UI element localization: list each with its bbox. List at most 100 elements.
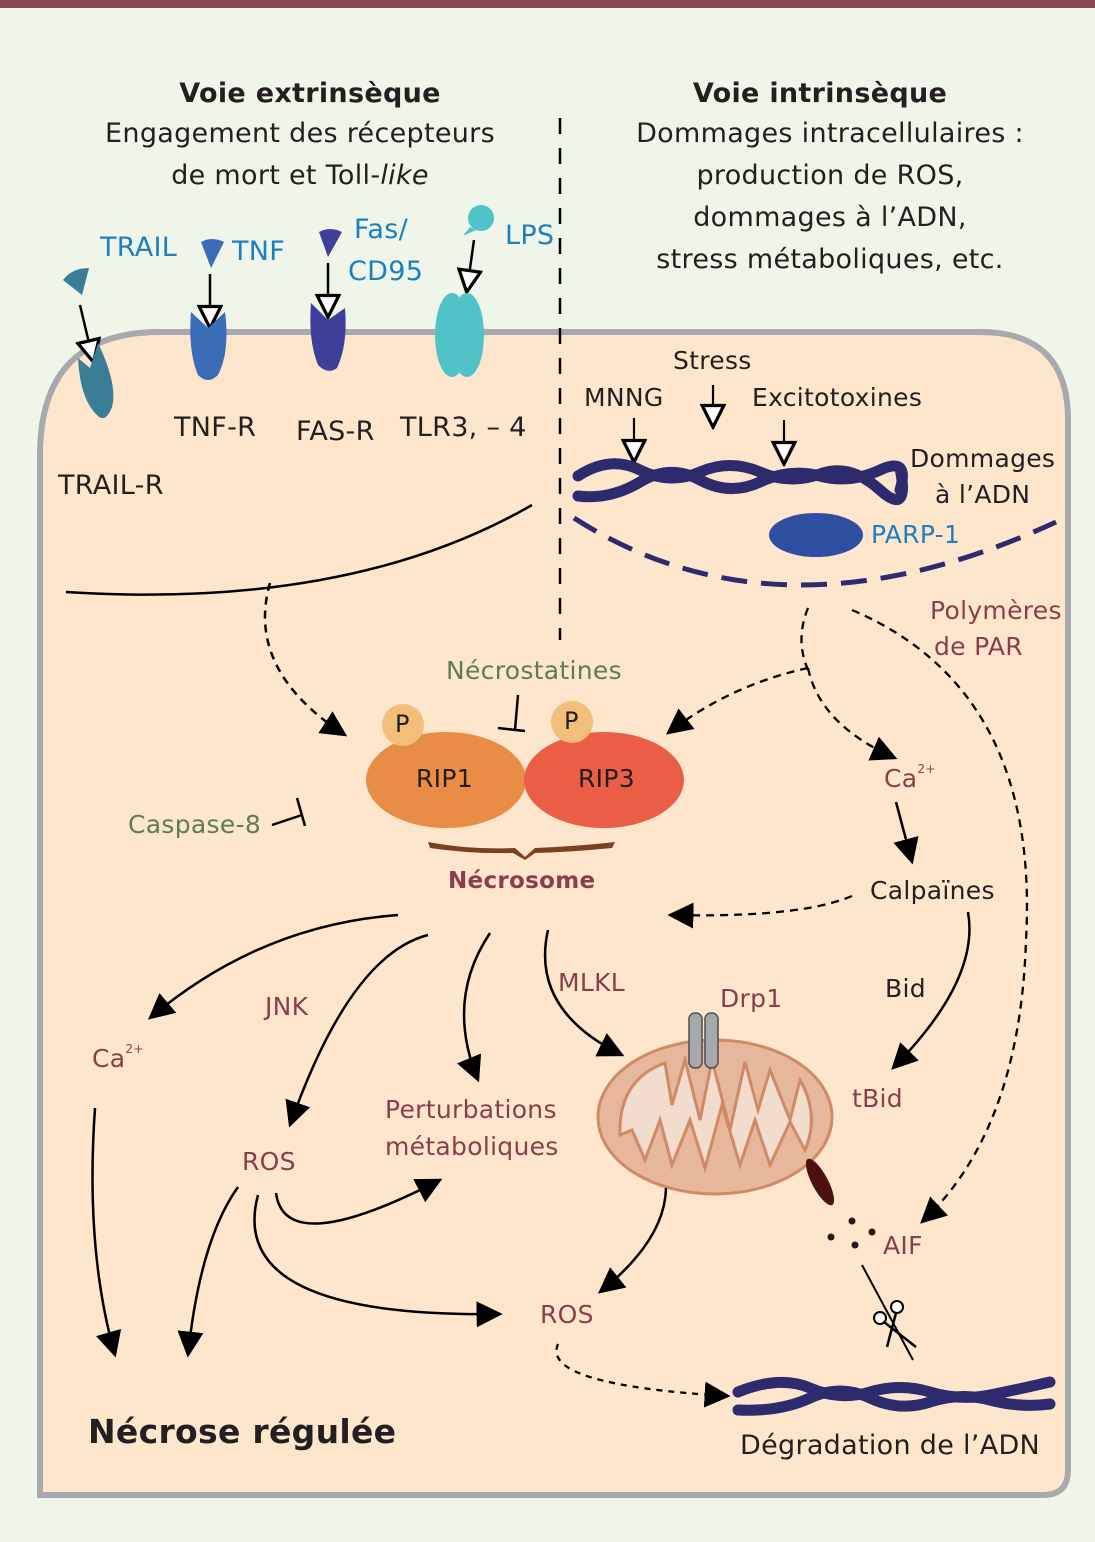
mitochondrion-icon (596, 1038, 834, 1196)
necrosome-to-calcium-arrow (148, 913, 399, 1020)
parp1-icon (769, 513, 863, 557)
rip1-phospho-icon (382, 704, 424, 746)
trail-binding-arrow (80, 304, 93, 360)
extrinsic-pathway-desc-line1: Engagement des récepteurs (105, 118, 495, 149)
calcium-to-necrosis-arrow (91, 1107, 122, 1358)
aif-label: AIF (883, 1231, 923, 1260)
trail-ligand-label: TRAIL (100, 232, 178, 263)
tnf-receptor-label: TNF-R (174, 412, 257, 443)
mlkl-label: MLKL (558, 968, 626, 997)
necrosome-to-mitochondrion-arrow (543, 929, 625, 1057)
fas-ligand-icon (319, 229, 342, 257)
calcium-to-calpain-arrow (893, 801, 919, 865)
parp1-label: PARP-1 (871, 520, 961, 549)
trail-receptor-icon (78, 343, 114, 419)
intrinsic-pathway-desc-line4: stress métaboliques, etc. (656, 244, 1004, 275)
rip3-label: RIP3 (578, 764, 635, 793)
intrinsic-pathway-desc-line1: Dommages intracellulaires : (636, 118, 1024, 149)
lps-ligand-label: LPS (505, 220, 555, 251)
par-polymer-line (800, 607, 810, 671)
calcium-right-charge: 2+ (917, 762, 936, 776)
metabolic-perturbations-label-line2: métaboliques (385, 1132, 559, 1161)
extrinsic-pathway-title: Voie extrinsèque (179, 78, 441, 109)
rip3-phospho-icon (551, 701, 593, 743)
necrosome-label: Nécrosome (448, 868, 596, 894)
top-accent-bar (0, 0, 1095, 8)
trail-receptor-label: TRAIL-R (58, 470, 164, 501)
regulated-necrosis-label: Nécrose régulée (88, 1412, 397, 1451)
jnk-label: JNK (265, 992, 309, 1021)
rip1-phospho-label: P (395, 710, 410, 738)
par-polymers-label-line1: Polymères (930, 596, 1062, 625)
fas-ligand-label-line2: CD95 (348, 256, 424, 287)
extrinsic-line2-italic: like (380, 160, 429, 191)
calcium-right-symbol: Ca (884, 764, 918, 793)
tnf-ligand-label: TNF (232, 236, 286, 267)
drp1-label: Drp1 (720, 984, 783, 1013)
stress-label: Stress (673, 346, 752, 375)
dna-damage-label-line2: à l’ADN (935, 480, 1031, 509)
necrostatin-inhibition-bar (497, 726, 526, 733)
lps-ligand-icon (463, 205, 494, 236)
ros-bottom-label: ROS (540, 1300, 594, 1329)
tbid-label: tBid (852, 1084, 903, 1113)
rip1-kinase (366, 732, 526, 828)
rip3-kinase (524, 732, 684, 828)
intrinsic-pathway-desc-line3: dommages à l’ADN, (693, 202, 967, 233)
bid-to-tbid-arrow (891, 911, 971, 1070)
ros-to-dna-degradation-arrow (555, 1343, 731, 1408)
par-to-calcium-arrow (806, 667, 898, 761)
lps-binding-arrow (467, 239, 474, 290)
mnng-label: MNNG (584, 383, 664, 412)
damaged-dna-helix-icon (572, 458, 908, 505)
calcium-left-label: Ca2+ (92, 1042, 144, 1073)
tlr-receptor-label: TLR3, – 4 (400, 412, 527, 443)
tlr-receptor-icon (435, 293, 484, 377)
fas-receptor-label: FAS-R (296, 416, 375, 447)
aif-particles-icon (827, 1217, 876, 1249)
extrinsic-to-necrosome-arrow (263, 582, 348, 737)
calcium-left-symbol: Ca (92, 1044, 126, 1073)
drp1-channel-icon (688, 1012, 719, 1069)
extrinsic-pathway-desc-line2: de mort et Toll-like (90, 160, 510, 191)
necrosome-to-metabolic-arrow (457, 932, 492, 1083)
aif-release-pore (805, 1158, 835, 1206)
scissors-icon (873, 1300, 917, 1348)
par-to-aif-arrow (851, 608, 1029, 1224)
bid-label: Bid (885, 974, 926, 1003)
necrosome-to-ros-arrow (285, 933, 429, 1128)
necrosome-brace-icon (428, 842, 615, 860)
calpain-to-necrosome-arrow (667, 894, 853, 929)
intrinsic-pathway-title: Voie intrinsèque (692, 78, 948, 109)
tnf-receptor-icon (190, 312, 227, 380)
degraded-dna-helix-icon (732, 1376, 1056, 1416)
extrinsic-signal-line (65, 503, 533, 596)
dna-damage-label-line1: Dommages (910, 444, 1056, 473)
rip1-label: RIP1 (416, 764, 473, 793)
caspase8-inhibition-bar (295, 797, 307, 827)
ros-left-label: ROS (242, 1147, 296, 1176)
metabolic-perturbations-label-line1: Perturbations (385, 1095, 557, 1124)
trail-ligand-icon (63, 268, 89, 295)
mitochondrion-to-ros-arrow (597, 1187, 668, 1294)
ros-to-necrosis-arrow (177, 1186, 240, 1358)
necrostatin-inhibition-line (513, 694, 520, 731)
dna-degradation-label: Dégradation de l’ADN (740, 1430, 1041, 1461)
par-to-rip3-arrow (665, 666, 809, 735)
ros-to-ros-arrow (253, 1194, 503, 1328)
fas-receptor-icon (310, 303, 346, 371)
fas-ligand-label-line1: Fas/ (354, 214, 408, 245)
extrinsic-line2-text: de mort et Toll- (171, 160, 381, 191)
necrostatins-label: Nécrostatines (446, 656, 622, 685)
par-polymers-label-line2: de PAR (934, 632, 1023, 661)
intrinsic-pathway-desc-line2: production de ROS, (696, 160, 964, 191)
rip3-phospho-label: P (564, 707, 579, 735)
nuclear-envelope (572, 515, 1058, 588)
calcium-right-label: Ca2+ (884, 762, 936, 793)
caspase8-inhibition-line (271, 813, 303, 827)
excitotoxins-label: Excitotoxines (752, 383, 923, 412)
aif-to-dna-line (861, 1264, 914, 1361)
calpains-label: Calpaïnes (870, 876, 995, 905)
tnf-ligand-icon (201, 239, 224, 268)
